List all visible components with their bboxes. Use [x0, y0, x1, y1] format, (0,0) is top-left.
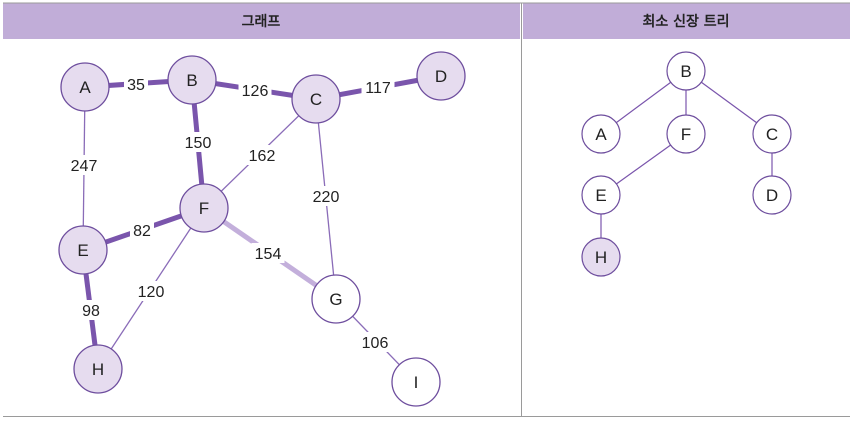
graph-node-E: E: [58, 225, 108, 275]
weight-bg-C-F: [245, 145, 279, 165]
tree-node-H: H: [581, 237, 621, 277]
graph-node-D: D: [416, 51, 466, 101]
graph-node-circle-E: [58, 225, 108, 275]
graph-panel-title: 그래프: [242, 14, 281, 30]
tree-node-E: E: [581, 175, 621, 215]
weight-bg-F-G: [251, 243, 285, 263]
weight-label-C-G: 220: [313, 189, 340, 206]
mst-header-bar: [523, 3, 850, 39]
graph-node-label-E: E: [77, 241, 88, 260]
graph-node-label-H: H: [92, 360, 104, 379]
weight-label-B-F: 150: [185, 135, 212, 152]
graph-node-label-B: B: [186, 71, 197, 90]
weight-label-C-D: 117: [365, 80, 391, 97]
tree-node-F: F: [666, 114, 706, 154]
graph-node-circle-C: [291, 74, 341, 124]
weight-bg-E-H: [79, 300, 103, 320]
weight-label-A-B: 35: [127, 77, 145, 94]
weight-bg-E-F: [130, 220, 154, 240]
weight-bg-C-G: [309, 186, 343, 206]
tree-node-circle-H: [581, 237, 621, 277]
graph-weight-labels: 35 126 117 247 150 162 220 82 154 120 98 106: [67, 74, 395, 352]
graph-node-circle-H: [73, 344, 123, 394]
tree-node-label-F: F: [681, 125, 691, 144]
graph-node-label-C: C: [310, 90, 322, 109]
tree-node-label-H: H: [595, 248, 607, 267]
tree-node-label-C: C: [766, 125, 778, 144]
graph-node-circle-F: [179, 183, 229, 233]
weight-label-E-F: 82: [133, 223, 151, 240]
graph-nodes: A B C D E F G H I: [58, 51, 466, 407]
graph-node-label-D: D: [435, 67, 447, 86]
weight-label-B-C: 126: [242, 83, 269, 100]
weight-label-F-G: 154: [255, 246, 282, 263]
tree-node-label-B: B: [680, 62, 691, 81]
graph-node-I: I: [391, 357, 441, 407]
graph-node-label-I: I: [414, 373, 419, 392]
weight-label-E-H: 98: [82, 303, 100, 320]
tree-node-circle-D: [752, 175, 792, 215]
graph-node-G: G: [311, 274, 361, 324]
weight-label-G-I: 106: [362, 335, 389, 352]
tree-node-A: A: [581, 114, 621, 154]
tree-node-B: B: [666, 51, 706, 91]
graph-node-B: B: [167, 55, 217, 105]
tree-node-circle-C: [752, 114, 792, 154]
tree-node-circle-A: [581, 114, 621, 154]
tree-nodes: B A F C E D H: [581, 51, 792, 277]
graph-node-circle-I: [391, 357, 441, 407]
weight-bg-C-D: [361, 77, 395, 97]
graph-node-label-G: G: [329, 290, 342, 309]
tree-node-circle-E: [581, 175, 621, 215]
tree-edges: [600, 70, 773, 257]
graph-node-F: F: [179, 183, 229, 233]
tree-node-D: D: [752, 175, 792, 215]
graph-node-circle-A: [60, 62, 110, 112]
weight-bg-G-I: [358, 332, 392, 352]
weight-bg-B-F: [181, 132, 215, 152]
tree-node-label-A: A: [595, 125, 607, 144]
graph-node-H: H: [73, 344, 123, 394]
weight-bg-A-B: [124, 74, 148, 94]
tree-node-label-E: E: [595, 186, 606, 205]
mst-panel-title: 최소 신장 트리: [642, 13, 729, 30]
graph-node-circle-D: [416, 51, 466, 101]
weight-bg-B-C: [238, 80, 272, 100]
tree-node-C: C: [752, 114, 792, 154]
weight-label-A-E: 247: [71, 158, 98, 175]
graph-header-bar: [3, 3, 520, 39]
weight-label-F-H: 120: [138, 284, 165, 301]
weight-bg-F-H: [134, 281, 168, 301]
tree-node-label-D: D: [766, 186, 778, 205]
weight-label-C-F: 162: [249, 148, 276, 165]
graph-node-circle-G: [311, 274, 361, 324]
graph-node-label-F: F: [199, 199, 209, 218]
tree-node-circle-B: [666, 51, 706, 91]
graph-node-circle-B: [167, 55, 217, 105]
weight-bg-A-E: [67, 155, 101, 175]
graph-node-label-A: A: [79, 78, 91, 97]
graph-node-C: C: [291, 74, 341, 124]
tree-node-circle-F: [666, 114, 706, 154]
graph-node-A: A: [60, 62, 110, 112]
